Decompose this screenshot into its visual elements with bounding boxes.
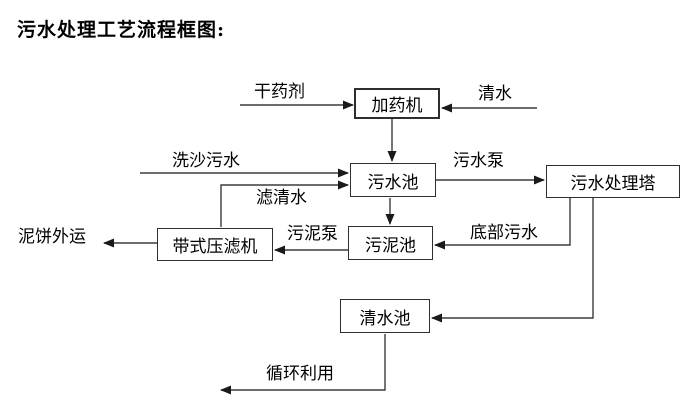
node-clean-water-pool: 清水池 — [340, 299, 430, 333]
node-treatment-tower: 污水处理塔 — [546, 165, 680, 198]
edge-label-sewage-pump: 污水泵 — [453, 151, 504, 171]
edge-label-recycle-use: 循环利用 — [266, 364, 334, 384]
edge-label-dry-chemical: 干药剂 — [254, 82, 305, 102]
edge-label-filtered-water: 滤清水 — [256, 188, 307, 208]
node-sewage-pool: 污水池 — [350, 163, 436, 197]
node-sludge-pool: 污泥池 — [348, 226, 433, 260]
page-title: 污水处理工艺流程框图: — [17, 19, 226, 41]
edge-label-clean-water: 清水 — [478, 84, 512, 104]
edge-label-bottom-sewage: 底部污水 — [470, 223, 538, 243]
arrow-tower-to-clean-water-pool — [431, 198, 594, 323]
edge-label-sludge-pump: 污泥泵 — [287, 224, 338, 244]
node-belt-filter-press: 带式压滤机 — [157, 228, 273, 261]
edge-label-mud-cake-out: 泥饼外运 — [18, 227, 86, 247]
arrow-bottom-sewage-tower-to-sludge-pool — [434, 198, 571, 250]
arrow-clean-water-pool-to-recycle — [220, 334, 386, 395]
edge-label-sand-washing-sewage: 洗沙污水 — [172, 151, 240, 171]
arrow-filtered-water-press-to-sewage-pool — [220, 180, 349, 227]
node-dosing-machine: 加药机 — [354, 88, 440, 119]
